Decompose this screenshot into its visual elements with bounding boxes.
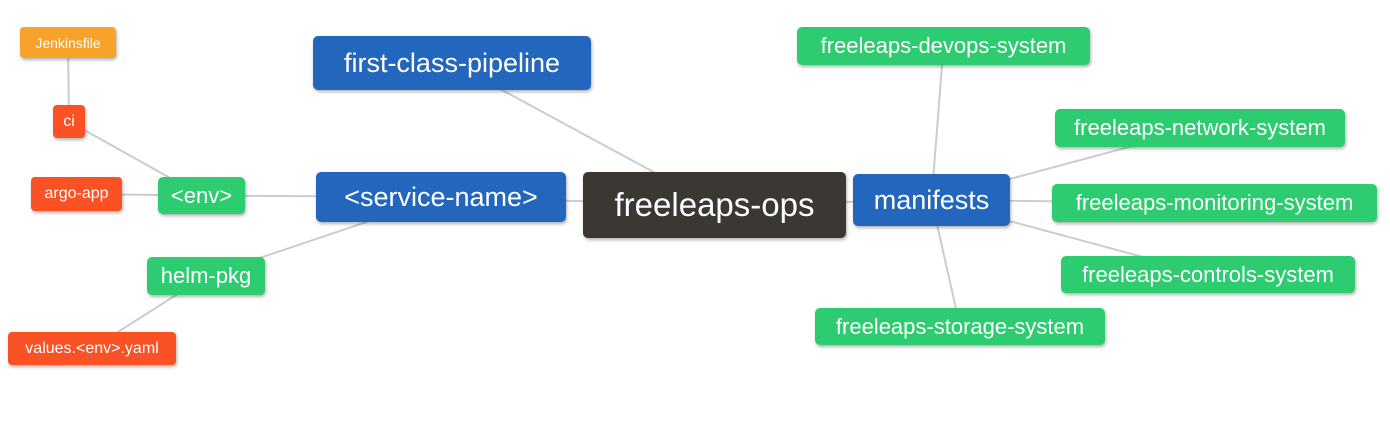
node-freeleaps-network-system[interactable]: freeleaps-network-system xyxy=(1055,109,1345,147)
node-jenkinsfile[interactable]: Jenkinsfile xyxy=(20,27,116,58)
node-argo-app[interactable]: argo-app xyxy=(31,177,122,211)
node-ci[interactable]: ci xyxy=(53,105,85,138)
node-env[interactable]: <env> xyxy=(158,177,245,214)
node-freeleaps-monitoring-system[interactable]: freeleaps-monitoring-system xyxy=(1052,184,1377,222)
node-manifests[interactable]: manifests xyxy=(853,174,1010,226)
node-freeleaps-devops-system[interactable]: freeleaps-devops-system xyxy=(797,27,1090,65)
node-service-name[interactable]: <service-name> xyxy=(316,172,566,222)
node-first-class-pipeline[interactable]: first-class-pipeline xyxy=(313,36,591,90)
node-freeleaps-storage-system[interactable]: freeleaps-storage-system xyxy=(815,308,1105,345)
node-freeleaps-ops[interactable]: freeleaps-ops xyxy=(583,172,846,238)
node-freeleaps-controls-system[interactable]: freeleaps-controls-system xyxy=(1061,256,1355,293)
node-helm-pkg[interactable]: helm-pkg xyxy=(147,257,265,295)
node-values-env-yaml[interactable]: values.<env>.yaml xyxy=(8,332,176,365)
